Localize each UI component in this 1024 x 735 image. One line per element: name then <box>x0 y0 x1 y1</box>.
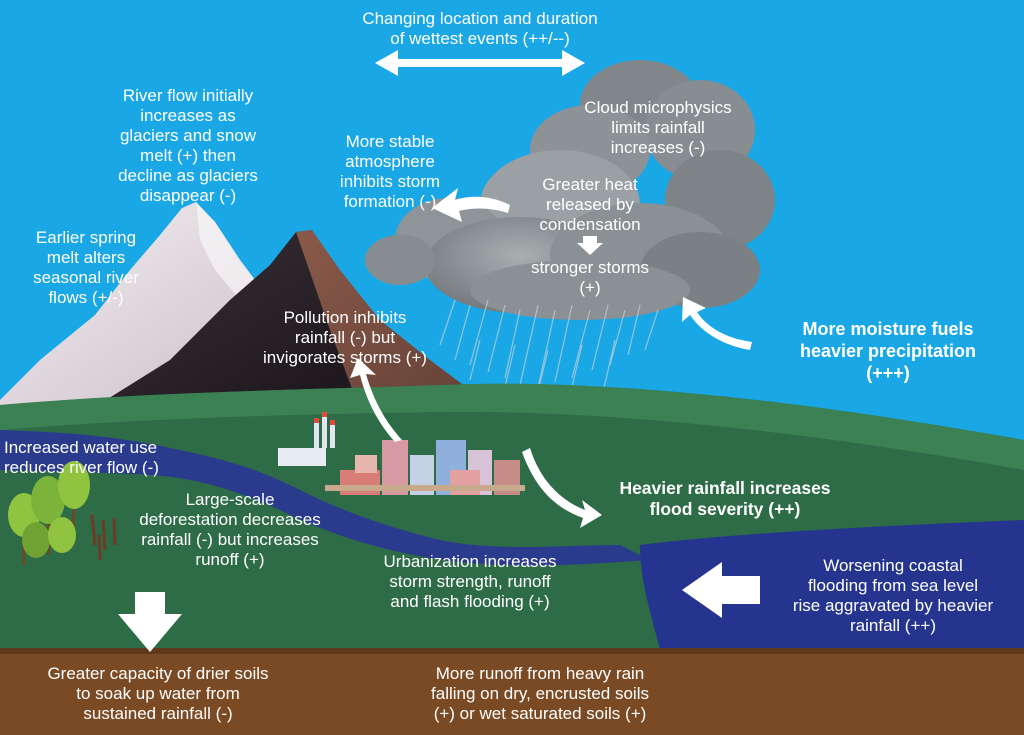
river <box>0 430 650 566</box>
rain <box>439 299 659 401</box>
up-arrow-icon <box>350 358 402 442</box>
storm-cloud <box>365 60 775 320</box>
label-deforestation: Large-scale deforestation decreases rain… <box>139 490 321 569</box>
label-earlier-spring: Earlier spring melt alters seasonal rive… <box>33 228 139 307</box>
big-down-arrow-icon <box>118 592 182 652</box>
label-wettest-events: Changing location and duration of wettes… <box>362 9 598 48</box>
double-arrow-icon <box>375 50 585 76</box>
rainfall-arrow-icon <box>522 448 602 528</box>
arrows <box>118 50 760 652</box>
label-water-use: Increased water use reduces river flow (… <box>4 438 159 477</box>
soil <box>0 648 1024 735</box>
label-stronger-storms: stronger storms (+) <box>530 258 650 297</box>
brown-mountain <box>296 230 520 420</box>
label-urbanization: Urbanization increases storm strength, r… <box>383 552 557 611</box>
label-drier-soils: Greater capacity of drier soils to soak … <box>47 664 269 723</box>
label-cloud-microphysics: Cloud microphysics limits rainfall incre… <box>584 98 732 157</box>
label-river-flow: River flow initially increases as glacie… <box>118 86 258 205</box>
label-more-moisture: More moisture fuels heavier precipitatio… <box>799 319 977 383</box>
curved-arrow-icon <box>432 188 510 222</box>
label-runoff-soils: More runoff from heavy rain falling on d… <box>431 664 649 723</box>
forest <box>8 461 117 565</box>
label-stable-atmosphere: More stable atmosphere inhibits storm fo… <box>339 132 441 211</box>
label-pollution: Pollution inhibits rainfall (-) but invi… <box>263 308 427 367</box>
coastal-arrow-icon <box>682 562 760 618</box>
sea <box>640 520 1024 650</box>
label-greater-heat: Greater heat released by condensation <box>539 175 641 234</box>
down-arrow-icon <box>577 236 603 255</box>
label-coastal-flooding: Worsening coastal flooding from sea leve… <box>792 556 994 635</box>
city <box>278 412 525 495</box>
label-heavier-rainfall: Heavier rainfall increases flood severit… <box>619 478 831 519</box>
moisture-arrow-icon <box>682 297 752 350</box>
